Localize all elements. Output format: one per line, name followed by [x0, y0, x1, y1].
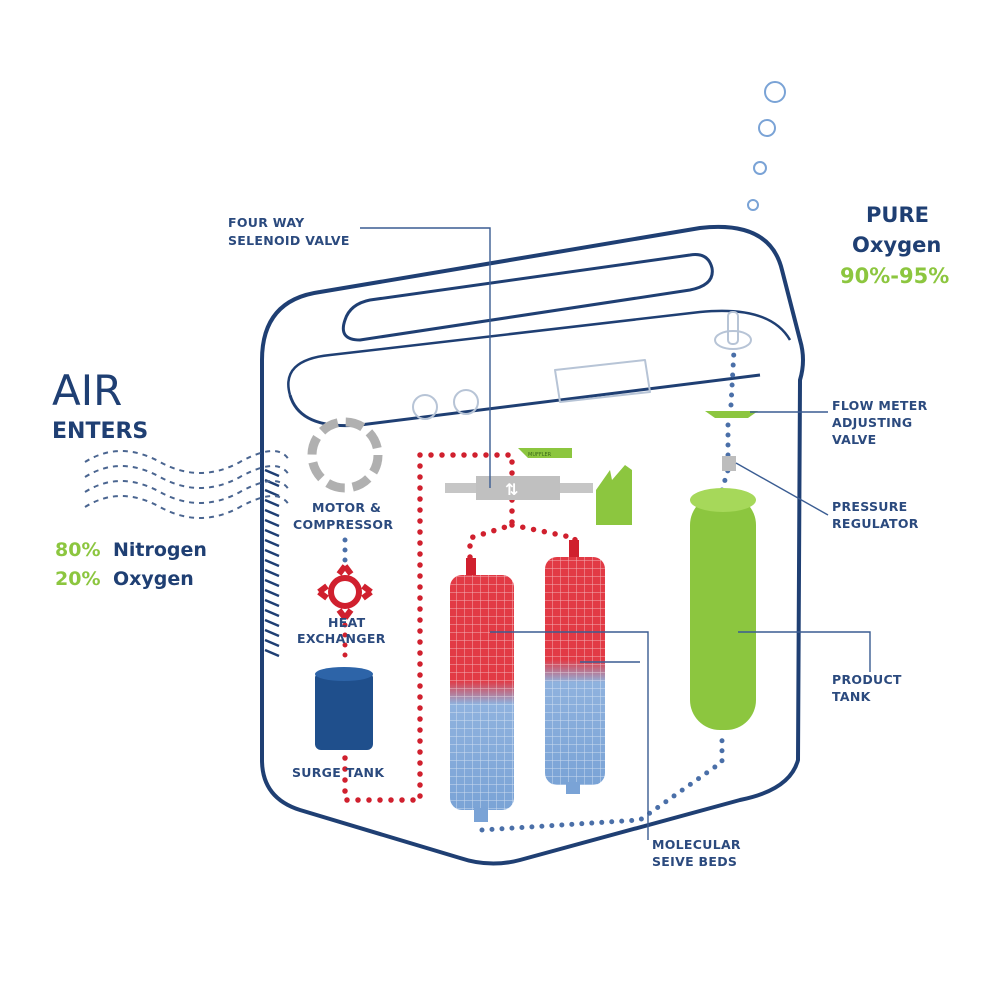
- bubble-icon: [758, 119, 776, 137]
- exhaust-icon: [596, 465, 632, 525]
- oxygen-path: [479, 347, 737, 833]
- control-panel-edge: [288, 373, 761, 428]
- muffler-label: MUFFLER: [528, 452, 552, 458]
- heat-exchanger-label: EXCHANGER: [297, 631, 386, 646]
- flow-meter-label: ADJUSTING: [832, 415, 912, 430]
- oxygen-label: Oxygen: [113, 568, 194, 590]
- oxygen-bubbles: [747, 81, 786, 211]
- bubble-icon: [753, 161, 767, 175]
- sieve-beds-label: MOLECULAR: [652, 837, 741, 852]
- purity-range: 90%-95%: [840, 264, 949, 288]
- machine-body: [260, 225, 805, 866]
- bubble-icon: [764, 81, 786, 103]
- pressure-regulator-label: REGULATOR: [832, 516, 919, 531]
- air-title: AIR: [52, 366, 122, 415]
- air-vent: [264, 468, 280, 658]
- sieve-beds-label: SEIVE BEDS: [652, 854, 737, 869]
- motor-label: MOTOR &: [312, 500, 381, 515]
- nitrogen-percent: 80%: [55, 539, 100, 561]
- fan-icon: [307, 417, 383, 493]
- product-tank-label: PRODUCT: [832, 672, 902, 687]
- surge-tank-label: SURGE TANK: [292, 765, 385, 780]
- flow-meter-label: VALVE: [832, 432, 876, 447]
- product-tank: [690, 488, 756, 730]
- outlet-icon: [714, 330, 752, 350]
- bubble-icon: [747, 199, 759, 211]
- pressure-regulator: [722, 456, 736, 471]
- button-icon: [412, 394, 438, 420]
- flow-meter-label: FLOW METER: [832, 398, 928, 413]
- oxygen-title: Oxygen: [852, 233, 941, 257]
- valve-label: FOUR WAY: [228, 215, 305, 230]
- button-icon: [453, 389, 479, 415]
- oxygen-percent: 20%: [55, 568, 100, 590]
- leader-lines: [360, 227, 871, 840]
- four-way-valve: ⇅: [445, 476, 593, 500]
- handle-slot: [341, 253, 714, 342]
- sieve-bed-left: [450, 558, 514, 822]
- valve-label: SELENOID VALVE: [228, 233, 350, 248]
- display-screen: [554, 359, 651, 403]
- product-tank-label: TANK: [832, 689, 872, 704]
- pure-title: PURE: [866, 203, 929, 227]
- air-flow-waves: [84, 450, 291, 519]
- surge-tank: [315, 667, 373, 750]
- flow-valve: [705, 411, 758, 418]
- heat-exchanger-label: HEAT: [328, 615, 366, 630]
- nitrogen-label: Nitrogen: [113, 539, 207, 561]
- heat-exchanger-icon: [317, 564, 373, 620]
- valve-arrows-icon: ⇅: [505, 480, 518, 499]
- motor-label: COMPRESSOR: [293, 517, 393, 532]
- pressure-regulator-label: PRESSURE: [832, 499, 907, 514]
- sieve-bed-right: [545, 540, 605, 794]
- enters-title: ENTERS: [52, 419, 148, 444]
- muffler: MUFFLER: [518, 448, 632, 525]
